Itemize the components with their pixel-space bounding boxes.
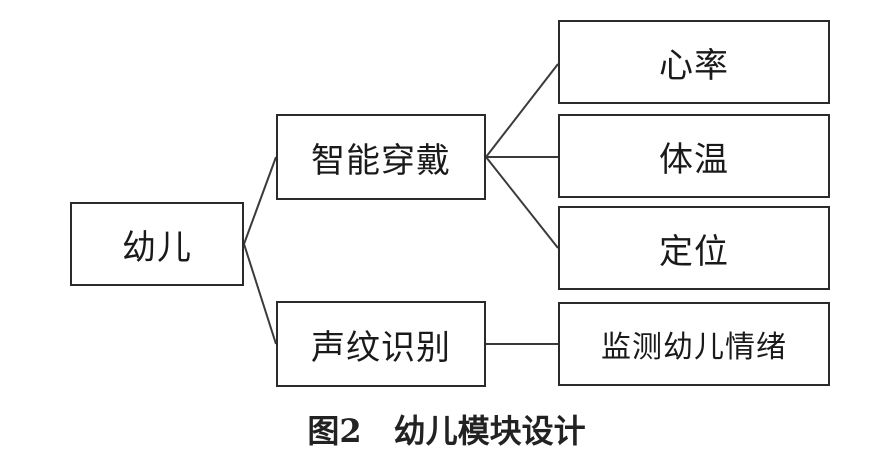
node-label: 监测幼儿情绪 — [601, 330, 787, 365]
node-label: 幼儿 — [122, 227, 192, 268]
figure-caption: 图2 幼儿模块设计 — [307, 412, 586, 450]
node-label: 定位 — [659, 231, 729, 272]
node-voiceprint-recognition: 声纹识别 — [276, 301, 486, 387]
node-location: 定位 — [558, 206, 830, 290]
node-label: 心率 — [659, 45, 729, 86]
node-label: 智能穿戴 — [311, 140, 451, 181]
node-root-child: 幼儿 — [70, 202, 244, 286]
link-wearable-location — [485, 156, 559, 249]
node-label: 声纹识别 — [311, 327, 451, 368]
link-wearable-heartrate — [485, 63, 559, 158]
link-root-wearable — [243, 156, 277, 245]
node-temperature: 体温 — [558, 114, 830, 198]
node-heart-rate: 心率 — [558, 20, 830, 104]
node-label: 体温 — [659, 139, 729, 180]
node-emotion-monitoring: 监测幼儿情绪 — [558, 302, 830, 386]
node-smart-wearable: 智能穿戴 — [276, 114, 486, 200]
link-root-voiceprint — [243, 243, 277, 345]
